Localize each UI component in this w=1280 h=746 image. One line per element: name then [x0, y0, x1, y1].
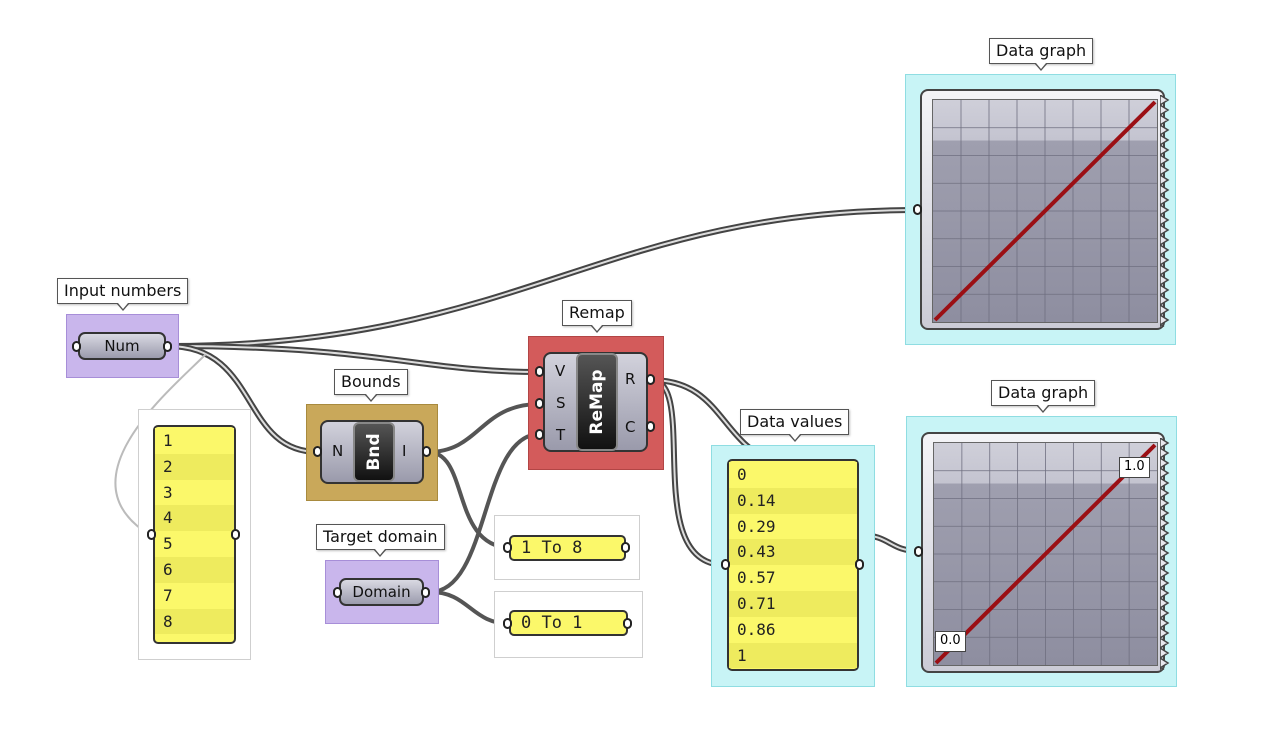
- callout-data-graph-bottom: Data graph: [991, 380, 1096, 413]
- bounds-core: Bnd: [353, 422, 395, 482]
- domain-out-grip[interactable]: [421, 587, 430, 598]
- panel-row: 1: [729, 642, 857, 669]
- panel-row: 0: [729, 462, 857, 488]
- graph-top-frame[interactable]: [920, 89, 1165, 330]
- input-panel-in-grip[interactable]: [147, 529, 156, 540]
- remap-output-port-c[interactable]: C: [625, 418, 636, 436]
- panel-row: 7: [155, 582, 234, 609]
- panel-row: 5: [155, 531, 234, 557]
- graph-bottom-grid: [934, 443, 1157, 665]
- callout-remap: Remap: [562, 300, 632, 333]
- remap-out-grip-r[interactable]: [646, 374, 655, 385]
- num-output-grip[interactable]: [163, 341, 172, 352]
- callout-input-numbers: Input numbers: [57, 278, 189, 311]
- domain-panel-in-grip[interactable]: [503, 618, 512, 629]
- domain-result-panel[interactable]: 0 To 1: [509, 610, 628, 636]
- remap-input-port-v[interactable]: V: [555, 362, 566, 380]
- callout-target-domain: Target domain: [316, 524, 445, 557]
- bounds-result-panel[interactable]: 1 To 8: [509, 535, 626, 561]
- panel-row: 0.43: [729, 539, 857, 566]
- panel-row: 0.71: [729, 590, 857, 617]
- remap-core: ReMap: [576, 353, 618, 451]
- graph-line: [933, 100, 1157, 322]
- bounds-panel-out-grip[interactable]: [621, 542, 630, 553]
- graph-line: [934, 443, 1157, 665]
- wire-bounds-to-panel: [426, 450, 514, 550]
- bounds-input-port-n[interactable]: N: [332, 442, 344, 460]
- bounds-panel-in-grip[interactable]: [503, 542, 512, 553]
- graph-top-plot: [932, 99, 1158, 323]
- wire-num-to-graph: [165, 207, 921, 349]
- wire-domain-to-remap-t: [428, 432, 542, 594]
- domain-panel-out-grip[interactable]: [623, 618, 632, 629]
- remap-input-port-t[interactable]: T: [556, 426, 566, 444]
- panel-row: 0.86: [729, 616, 857, 643]
- graph-top-grid: [933, 100, 1157, 322]
- values-in-grip[interactable]: [721, 559, 730, 570]
- domain-in-grip[interactable]: [333, 587, 342, 598]
- wire-bounds-to-remap-s: [426, 402, 542, 454]
- panel-row: 8: [155, 608, 234, 635]
- remap-in-grip-t[interactable]: [535, 429, 544, 440]
- panel-row: 0.57: [729, 565, 857, 591]
- graph-bottom-frame[interactable]: 1.0 0.0: [921, 432, 1165, 673]
- bounds-in-grip[interactable]: [313, 446, 322, 457]
- remap-core-label: ReMap: [587, 369, 607, 435]
- graph-top-edge: [1160, 95, 1170, 327]
- wire-panel-to-num: [114, 354, 206, 536]
- callout-data-values: Data values: [740, 409, 850, 442]
- num-param-label: Num: [104, 337, 140, 355]
- panel-row: 6: [155, 556, 234, 583]
- graph-bottom-in-grip[interactable]: [914, 546, 923, 557]
- panel-row: 0.29: [729, 513, 857, 540]
- num-input-grip[interactable]: [72, 341, 81, 352]
- values-out-grip[interactable]: [855, 559, 864, 570]
- remap-out-grip-c[interactable]: [646, 421, 655, 432]
- bounds-core-label: Bnd: [364, 433, 384, 471]
- panel-row: 2: [155, 453, 234, 480]
- remap-in-grip-v[interactable]: [535, 366, 544, 377]
- remap-component[interactable]: V S T ReMap R C: [543, 352, 648, 452]
- graph-bottom-edge: [1160, 438, 1170, 670]
- panel-row: 4: [155, 505, 234, 532]
- remap-in-grip-s[interactable]: [535, 398, 544, 409]
- graph-bottom-plot: [933, 442, 1158, 666]
- bounds-output-port-i[interactable]: I: [402, 442, 407, 460]
- input-panel-out-grip[interactable]: [231, 529, 240, 540]
- bounds-component[interactable]: N Bnd I: [320, 420, 424, 484]
- graph-top-in-grip[interactable]: [913, 204, 922, 215]
- bounds-out-grip[interactable]: [422, 446, 431, 457]
- callout-bounds: Bounds: [334, 369, 408, 402]
- remap-input-port-s[interactable]: S: [556, 394, 566, 412]
- callout-data-graph-top: Data graph: [989, 38, 1094, 71]
- panel-row: 3: [155, 479, 234, 506]
- domain-param[interactable]: Domain: [339, 578, 424, 606]
- panel-row: 1: [155, 428, 234, 454]
- remap-output-port-r[interactable]: R: [625, 370, 636, 388]
- graph-bottom-max-tag: 1.0: [1119, 457, 1150, 478]
- panel-row: 0.14: [729, 487, 857, 514]
- graph-bottom-min-tag: 0.0: [935, 631, 966, 652]
- domain-param-label: Domain: [352, 583, 411, 601]
- num-param[interactable]: Num: [78, 332, 166, 360]
